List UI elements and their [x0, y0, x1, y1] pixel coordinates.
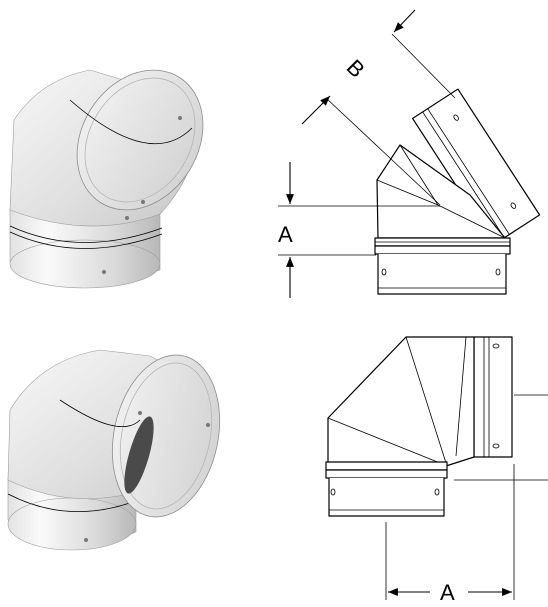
elbow-45-3d-illustration	[9, 69, 204, 289]
dimension-a-90: A	[385, 464, 515, 605]
elbow-45-outlet-collar	[411, 88, 541, 245]
dimension-a-45: A	[278, 162, 440, 298]
dimension-a-label-45: A	[278, 222, 293, 247]
dimension-a-label-90: A	[440, 580, 455, 605]
elbow-45-drawing: A B	[278, 9, 541, 298]
dimension-b-label-45: B	[342, 54, 370, 82]
elbow-90-drawing: A	[325, 336, 548, 605]
elbow-90-3d-illustration	[7, 349, 221, 551]
